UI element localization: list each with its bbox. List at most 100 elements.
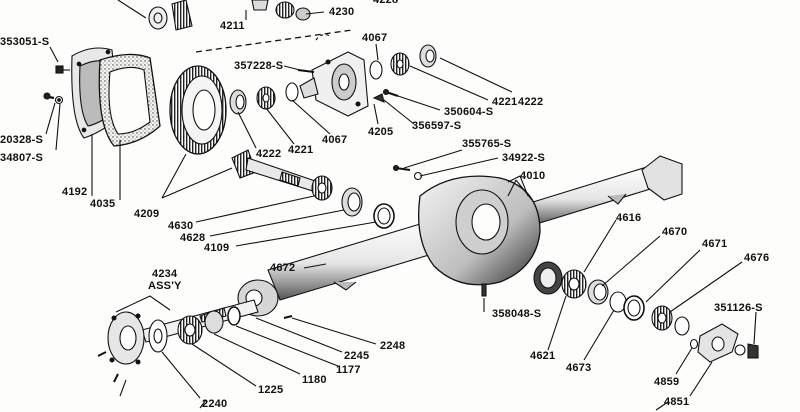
label-4859: 4859 — [654, 376, 680, 388]
pinion-bearing-4621 — [561, 269, 587, 299]
label-1225: 1225 — [258, 384, 284, 396]
shim-4067a — [369, 60, 383, 80]
washer-34807 — [54, 95, 64, 105]
leader-4621 — [547, 295, 567, 351]
bearing-cone-4221a — [390, 52, 410, 76]
leader-4221a — [409, 65, 489, 101]
label-4222-left: 4222 — [256, 148, 282, 160]
label-1177: 1177 — [336, 364, 361, 376]
washer-4859 — [689, 338, 699, 350]
label-1180: 1180 — [302, 374, 327, 386]
bolt-2248 — [283, 315, 293, 319]
leader-4209-b — [161, 167, 233, 199]
label-4010: 4010 — [520, 170, 546, 182]
dashed-break-line — [195, 29, 353, 53]
leader-4222b — [237, 111, 257, 149]
leader-2248 — [291, 317, 377, 345]
bolt-357228 — [297, 69, 315, 73]
label-357228-s: 357228-S — [234, 60, 284, 72]
label-4676: 4676 — [744, 252, 770, 264]
label-2240: 2240 — [202, 398, 228, 410]
label-355765-s: 355765-S — [462, 138, 512, 150]
label-4673: 4673 — [566, 362, 592, 374]
label-4628: 4628 — [180, 232, 206, 244]
label-356597-s: 356597-S — [412, 120, 462, 132]
cup-1180 — [204, 310, 224, 334]
leader-351126 — [753, 311, 757, 345]
label-34807-s: 34807-S — [0, 152, 43, 164]
label-4851: 4851 — [664, 396, 690, 408]
leader-4209-a — [161, 153, 187, 199]
leader-34807 — [55, 103, 61, 151]
leader-4067a — [375, 43, 379, 61]
label-4067-bottom: 4067 — [322, 134, 348, 146]
diff-side-gear-top — [148, 0, 193, 31]
label-350604-s: 350604-S — [444, 106, 494, 118]
washer-4676 — [674, 316, 690, 336]
bearing-cup-4616 — [587, 279, 609, 305]
ring-gear-4209 — [169, 65, 227, 155]
lock-356597 — [372, 93, 385, 103]
leader-356597 — [383, 99, 415, 125]
bearing-cup-4628 — [341, 187, 363, 217]
pinion-seal-4109 — [373, 203, 395, 229]
leader-1177 — [235, 325, 339, 367]
leader-4222a — [439, 57, 513, 93]
label-4221-right: 4221 — [492, 96, 518, 108]
label-358048-s: 358048-S — [492, 308, 542, 320]
leader-350604 — [397, 95, 441, 111]
leader-357228 — [283, 65, 301, 71]
label-4192: 4192 — [62, 186, 88, 198]
bearing-cone-4221 — [256, 86, 276, 110]
label-2245: 2245 — [344, 350, 370, 362]
leader-1225 — [191, 343, 257, 387]
label-351126-s: 351126-S — [714, 302, 763, 314]
label-4228: 4228 — [373, 0, 399, 6]
leader-4628 — [209, 209, 345, 237]
label-4109: 4109 — [204, 242, 230, 254]
bearing-cup-4222a — [419, 44, 437, 68]
vent-358048 — [481, 283, 487, 297]
yoke-4851 — [697, 323, 739, 363]
leader-1180 — [213, 333, 301, 375]
bearing-4671 — [651, 305, 673, 331]
seal-1177 — [227, 306, 241, 326]
leader-bottom-2 — [199, 399, 207, 409]
leader-34922 — [419, 157, 499, 177]
leader-4010-a — [507, 179, 517, 197]
leader-2245 — [255, 317, 343, 353]
leader-4673 — [583, 309, 615, 361]
shim-4067b — [285, 82, 299, 102]
label-4067-top: 4067 — [362, 32, 388, 44]
diff-pinion-top — [251, 0, 311, 21]
leader-4010-b — [515, 179, 533, 201]
leader-4221b — [265, 107, 295, 145]
leader-top-left — [117, 0, 147, 19]
leader-4671 — [645, 249, 701, 303]
seal-4670 — [623, 295, 645, 321]
bolt-353051 — [55, 65, 70, 74]
bolt-350604 — [382, 88, 399, 98]
leader-4616 — [583, 219, 617, 273]
label-4671: 4671 — [702, 238, 728, 250]
axle-housing-4010 — [237, 155, 683, 317]
leader-2240 — [161, 351, 201, 399]
leader-4851 — [689, 361, 713, 397]
leader-353051 — [49, 46, 59, 63]
hub-flange-4234 — [97, 311, 145, 383]
gasket-4035 — [98, 53, 161, 147]
label-4221-left: 4221 — [288, 144, 314, 156]
bolt-355765 — [392, 164, 411, 172]
label-4234-assy: ASS'Y — [148, 280, 182, 292]
leader-bottom-right — [655, 401, 669, 411]
label-20328-s: 20328-S — [0, 134, 43, 146]
retainer-2240 — [148, 319, 168, 353]
label-4621: 4621 — [530, 350, 556, 362]
label-34922-s: 34922-S — [502, 152, 545, 164]
leader-20328 — [45, 102, 56, 135]
leader-4630 — [195, 195, 315, 223]
nut-351126 — [734, 343, 759, 359]
leader-4230 — [305, 11, 325, 15]
label-4035: 4035 — [90, 198, 116, 210]
